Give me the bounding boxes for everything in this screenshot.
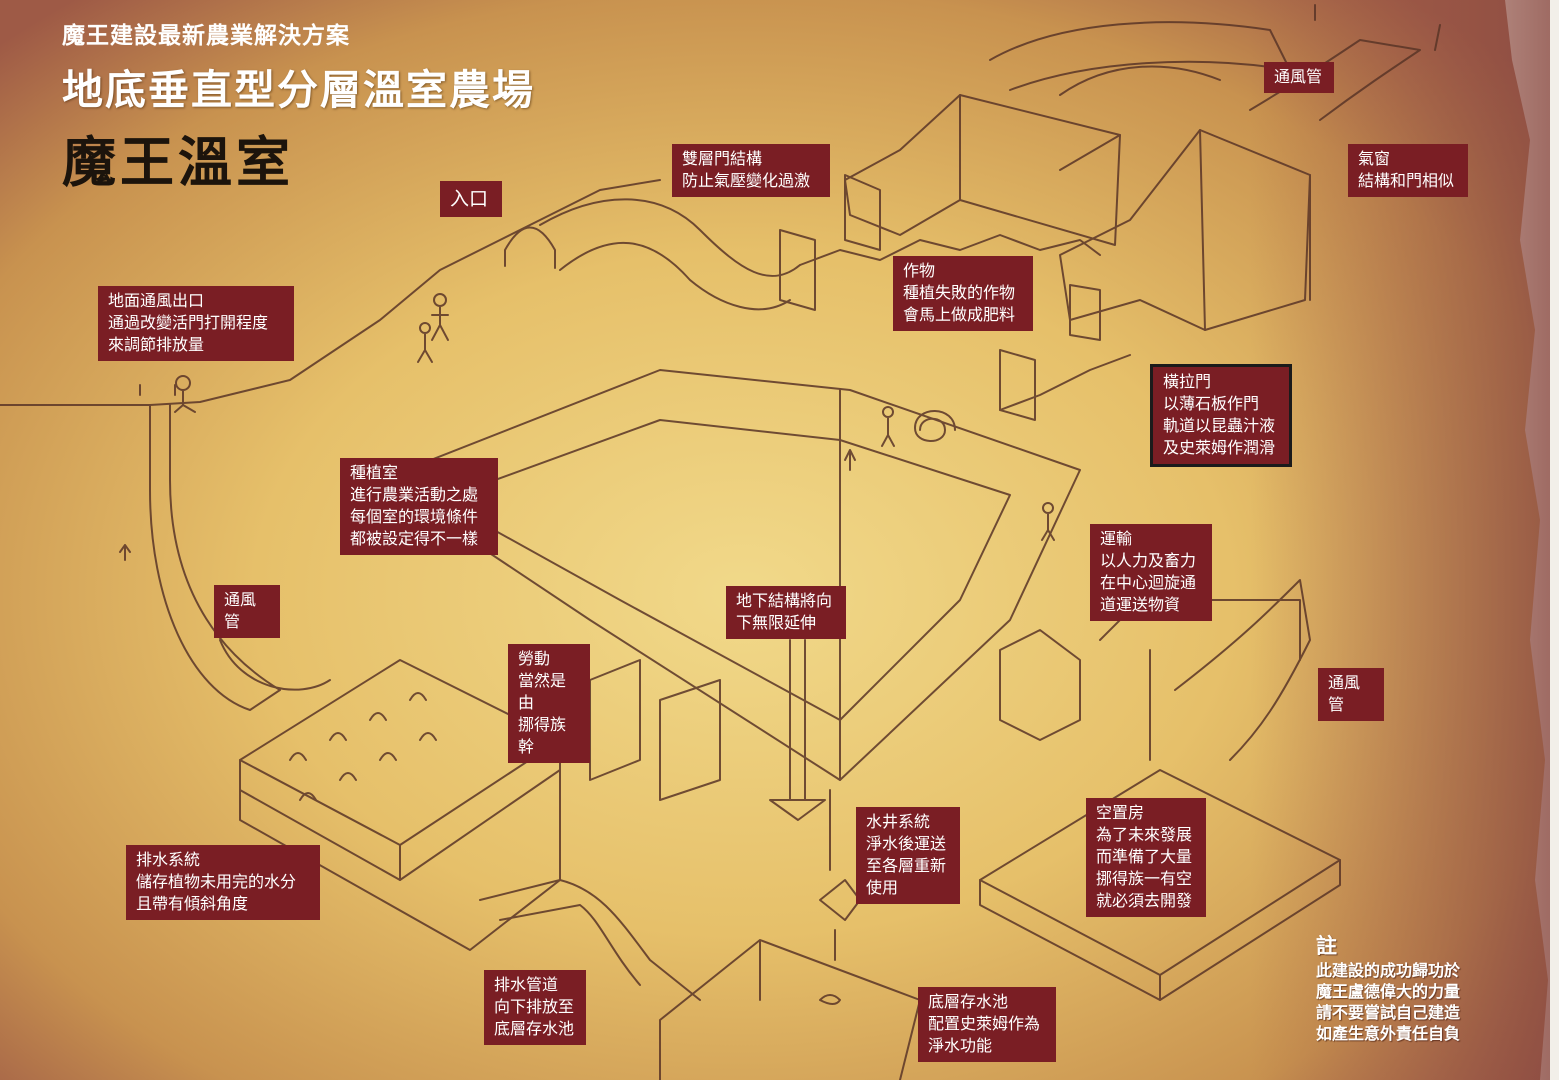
label-vent-pipe-right: 通風管: [1318, 668, 1384, 721]
note-body: 此建設的成功歸功於 魔王盧德偉大的力量 請不要嘗試自己建造 如產生意外責任自負: [1316, 961, 1461, 1043]
label-underground-extend: 地下結構將向 下無限延伸: [726, 586, 846, 639]
label-ground-vent: 地面通風出口 通過改變活門打開程度 來調節排放量: [98, 286, 294, 361]
brand-name: 魔王溫室: [62, 131, 294, 194]
label-drain-pipe: 排水管道 向下排放至 底層存水池: [484, 970, 586, 1045]
disclaimer-note: 註 此建設的成功歸功於 魔王盧德偉大的力量 請不要嘗試自己建造 如產生意外責任自…: [1316, 932, 1460, 1044]
label-air-window: 氣窗 結構和門相似: [1348, 144, 1468, 197]
label-vent-pipe-top: 通風管: [1264, 62, 1334, 93]
page-title: 地底垂直型分層溫室農場: [62, 66, 535, 114]
label-transport: 運輸 以人力及畜力 在中心迴旋通 道運送物資: [1090, 524, 1212, 621]
label-crops: 作物 種植失敗的作物 會馬上做成肥料: [893, 256, 1033, 331]
note-heading: 註: [1316, 934, 1337, 958]
label-double-door: 雙層門結構 防止氣壓變化過激: [672, 144, 830, 197]
label-entrance: 入口: [440, 181, 502, 217]
page-subtitle: 魔王建設最新農業解決方案: [62, 23, 350, 49]
label-bottom-pool: 底層存水池 配置史萊姆作為 淨水功能: [918, 987, 1056, 1062]
label-sliding-door: 橫拉門 以薄石板作門 軌道以昆蟲汁液 及史萊姆作潤滑: [1150, 364, 1292, 467]
label-drainage-system: 排水系統 儲存植物未用完的水分 且帶有傾斜角度: [126, 845, 320, 920]
label-empty-room: 空置房 為了未來發展 而準備了大量 挪得族一有空 就必須去開發: [1086, 798, 1206, 917]
label-vent-pipe-left: 通風管: [214, 585, 280, 638]
label-planting-room: 種植室 進行農業活動之處 每個室的環境條件 都被設定得不一樣: [340, 458, 498, 555]
label-labor: 勞動 當然是由 挪得族幹: [508, 644, 590, 763]
label-well-system: 水井系統 淨水後運送 至各層重新 使用: [856, 807, 960, 904]
